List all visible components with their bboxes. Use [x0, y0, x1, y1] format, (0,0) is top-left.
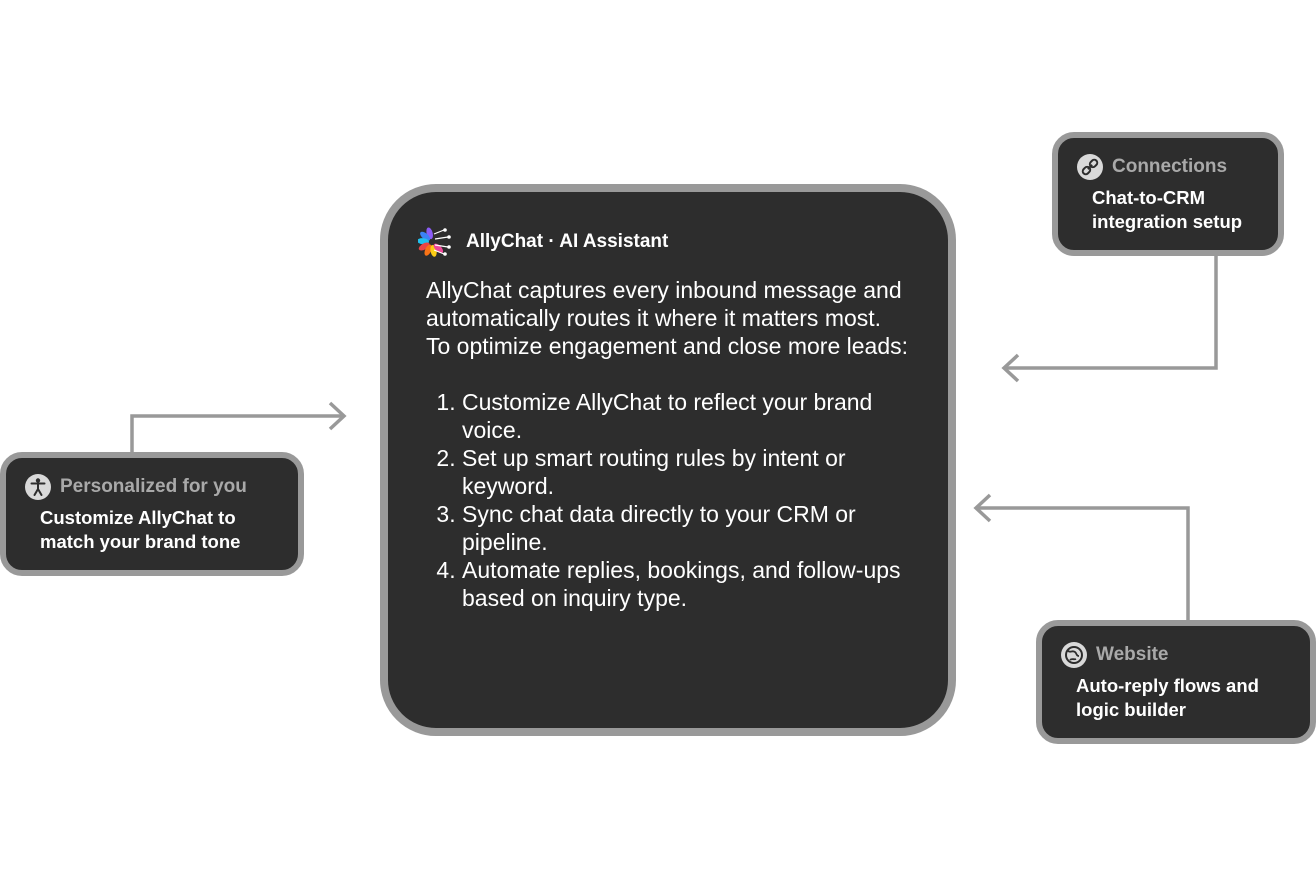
- accessibility-person-icon: [25, 474, 51, 500]
- assistant-steps-list: Customize AllyChat to reflect your brand…: [426, 388, 912, 612]
- connector-connections-to-main: [1001, 256, 1218, 383]
- website-label: Website: [1096, 644, 1169, 665]
- step-item: Sync chat data directly to your CRM or p…: [462, 500, 912, 556]
- connections-header: Connections: [1076, 152, 1262, 182]
- website-description: Auto-reply flows and logic builder: [1076, 675, 1259, 720]
- assistant-title: AllyChat · AI Assistant: [466, 231, 669, 252]
- arrowhead-left: [1001, 353, 1020, 383]
- personalized-label: Personalized for you: [60, 476, 247, 497]
- allychat-logo-icon: [418, 227, 451, 257]
- connector-website-to-main: [973, 493, 1190, 620]
- assistant-intro-text: AllyChat captures every inbound message …: [426, 277, 909, 359]
- personalized-header: Personalized for you: [24, 472, 282, 502]
- connector-personalized-to-main: [130, 401, 347, 452]
- connections-label: Connections: [1112, 156, 1228, 177]
- website-header: Website: [1060, 640, 1294, 670]
- personalized-card: Personalized for you Customize AllyChat …: [0, 452, 304, 576]
- connections-description: Chat-to-CRM integration setup: [1092, 187, 1243, 232]
- assistant-header: AllyChat · AI Assistant: [418, 222, 912, 262]
- step-item: Customize AllyChat to reflect your brand…: [462, 388, 912, 444]
- step-item: Set up smart routing rules by intent or …: [462, 444, 912, 500]
- arrowhead-right: [328, 401, 347, 431]
- assistant-message: AllyChat captures every inbound message …: [418, 276, 912, 612]
- arrowhead-left: [973, 493, 992, 523]
- connections-card: Connections Chat-to-CRM integration setu…: [1052, 132, 1284, 256]
- globe-icon: [1061, 642, 1087, 668]
- website-card: Website Auto-reply flows and logic build…: [1036, 620, 1316, 744]
- personalized-description: Customize AllyChat to match your brand t…: [40, 507, 241, 552]
- allychat-assistant-card: AllyChat · AI Assistant AllyChat capture…: [380, 184, 956, 736]
- link-icon: [1077, 154, 1103, 180]
- step-item: Automate replies, bookings, and follow-u…: [462, 556, 912, 612]
